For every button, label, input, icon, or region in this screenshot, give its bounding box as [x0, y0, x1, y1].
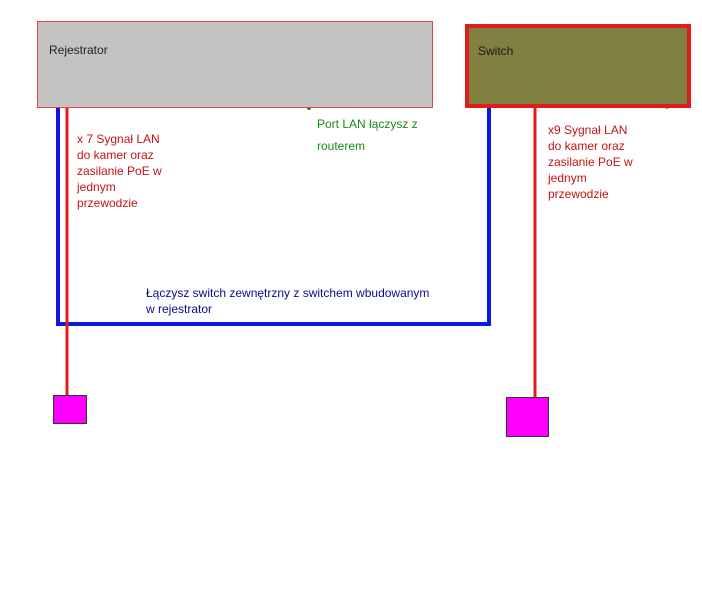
switch-label: Switch — [478, 44, 514, 58]
camera-right — [506, 397, 549, 437]
rejestrator-node: Rejestrator — [37, 21, 433, 108]
camera-left — [53, 395, 87, 424]
rejestrator-label: Rejestrator — [49, 43, 108, 57]
right-cameras-note: x9 Sygnał LAN do kamer oraz zasilanie Po… — [548, 123, 633, 201]
switch-to-recorder-cable — [56, 106, 491, 326]
switch-node: Switch — [465, 24, 691, 108]
lan-port-note: Port LAN łączysz z routerem — [317, 117, 418, 153]
left-cameras-note: x 7 Sygnał LAN do kamer oraz zasilanie P… — [77, 132, 162, 210]
switch-link-note: Łączysz switch zewnętrzny z switchem wbu… — [146, 286, 430, 316]
